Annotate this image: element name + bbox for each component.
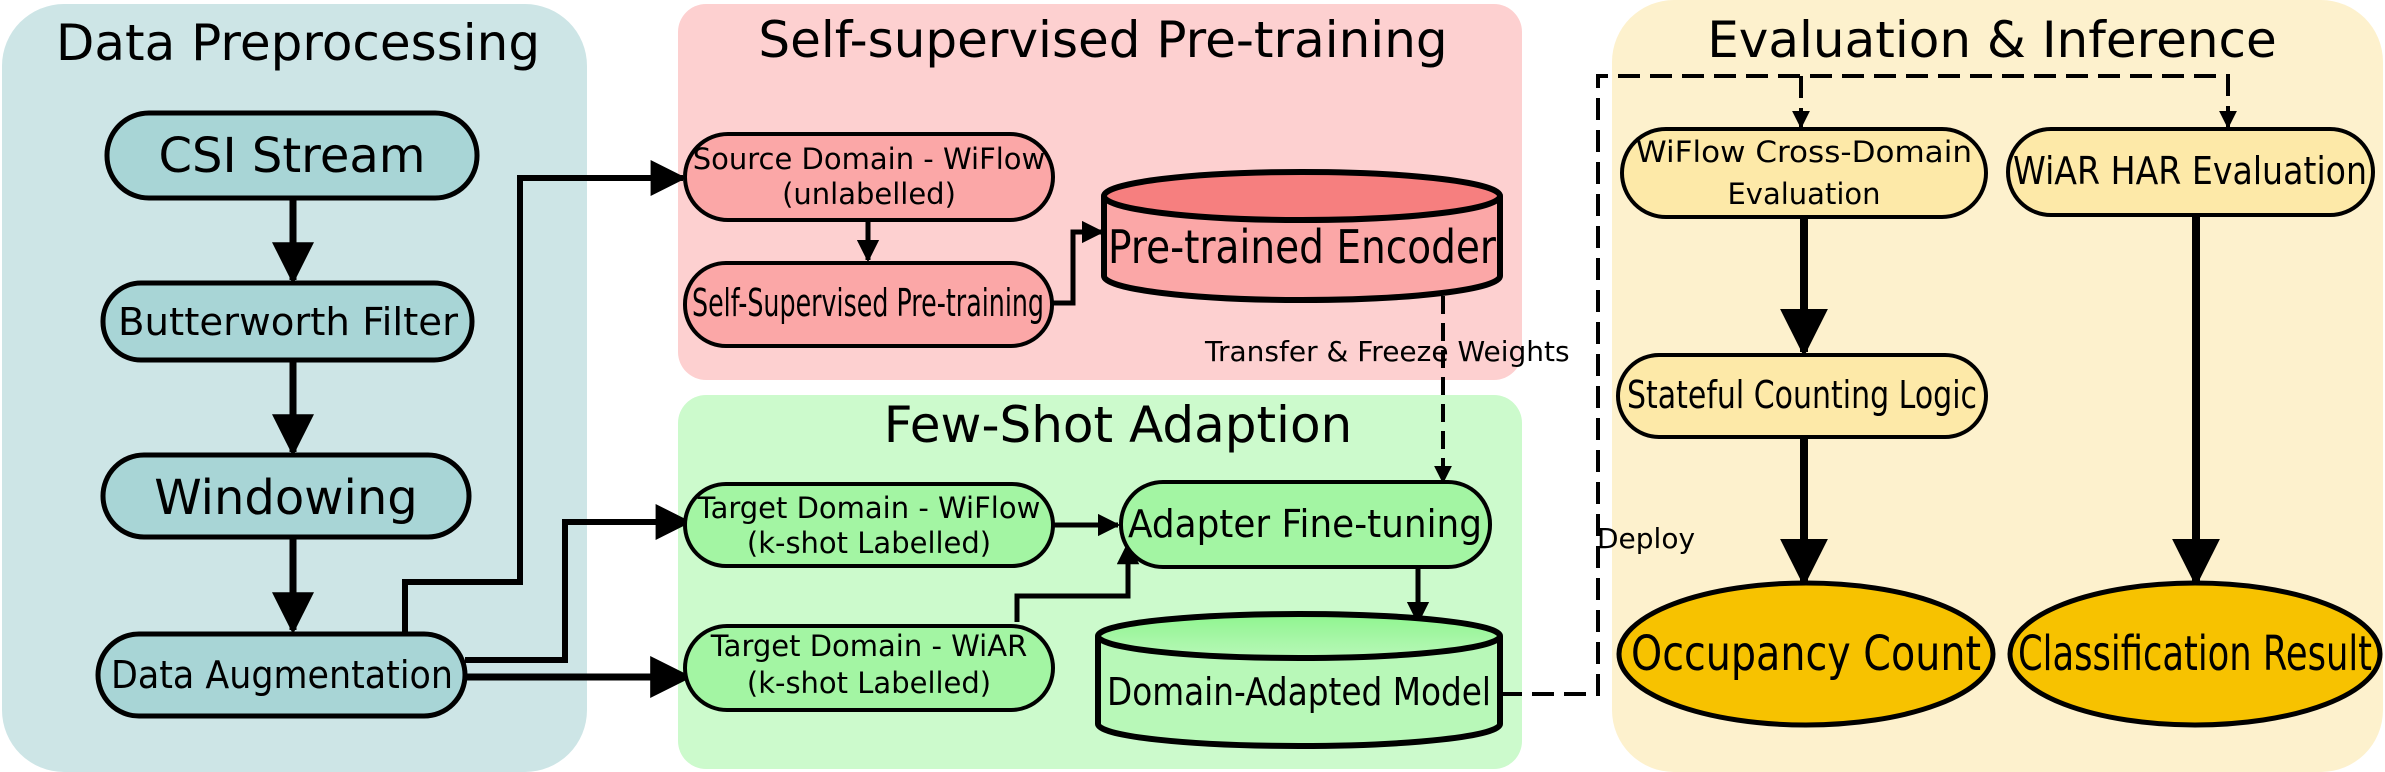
node-source-domain-line2: (unlabelled): [782, 177, 956, 211]
node-windowing-label: Windowing: [154, 470, 417, 526]
node-wiar-evaluation: WiAR HAR Evaluation: [2006, 127, 2375, 217]
panel-preprocessing-title: Data Preprocessing: [56, 14, 540, 72]
node-data-augmentation-label: Data Augmentation: [111, 653, 453, 697]
edge-label-deploy: Deploy: [1597, 522, 1695, 555]
node-data-augmentation: Data Augmentation: [95, 631, 468, 719]
node-target-wiar-line1: Target Domain - WiAR: [710, 629, 1027, 663]
edge-target-wiar-to-adapter: [1014, 541, 1140, 622]
node-adapter-finetuning-label: Adapter Fine-tuning: [1128, 502, 1482, 546]
node-pretrained-encoder: Pre-trained Encoder: [1101, 169, 1503, 303]
node-occupancy-count: Occupancy Count: [1616, 580, 1996, 728]
node-csi-stream: CSI Stream: [104, 110, 480, 201]
node-csi-stream-label: CSI Stream: [158, 128, 425, 184]
node-occupancy-count-label: Occupancy Count: [1631, 626, 1981, 682]
node-source-domain-line1: Source Domain - WiFlow: [693, 142, 1046, 176]
node-pretrained-encoder-label: Pre-trained Encoder: [1108, 220, 1496, 274]
node-target-wiar-line2: (k-shot Labelled): [747, 666, 991, 700]
edges: [272, 74, 2237, 698]
node-domain-adapted-model: Domain-Adapted Model: [1095, 611, 1503, 749]
node-wiflow-evaluation-line1: WiFlow Cross-Domain: [1636, 135, 1972, 169]
node-target-wiflow-line2: (k-shot Labelled): [747, 526, 991, 560]
panel-adaption-title: Few-Shot Adaption: [884, 396, 1352, 454]
node-domain-adapted-model-label: Domain-Adapted Model: [1107, 670, 1491, 714]
node-windowing: Windowing: [100, 452, 472, 540]
node-wiflow-evaluation: WiFlow Cross-Domain Evaluation: [1620, 127, 1988, 219]
edge-augmentation-to-target-wiflow: [465, 504, 692, 663]
node-target-wiflow-line1: Target Domain - WiFlow: [697, 491, 1041, 525]
panel-pretraining-title: Self-supervised Pre-training: [758, 11, 1447, 69]
node-classification-result-label: Classification Result: [2018, 626, 2372, 682]
node-target-wiflow: Target Domain - WiFlow (k-shot Labelled): [683, 482, 1055, 568]
node-wiflow-evaluation-line2: Evaluation: [1727, 177, 1880, 211]
node-classification-result: Classification Result: [2007, 580, 2383, 728]
panel-evaluation-title: Evaluation & Inference: [1707, 11, 2277, 69]
edge-model-to-evaluation: [1500, 74, 2237, 696]
node-ssl-pretraining: Self-Supervised Pre-training: [683, 261, 1054, 348]
node-butterworth-filter-label: Butterworth Filter: [118, 300, 458, 344]
node-adapter-finetuning: Adapter Fine-tuning: [1119, 480, 1492, 569]
edge-augmentation-to-source: [402, 160, 687, 634]
edge-label-transfer: Transfer & Freeze Weights: [1204, 335, 1570, 368]
node-butterworth-filter: Butterworth Filter: [100, 280, 475, 363]
node-target-wiar: Target Domain - WiAR (k-shot Labelled): [683, 624, 1055, 712]
node-ssl-pretraining-label: Self-Supervised Pre-training: [692, 281, 1044, 325]
node-wiar-evaluation-label: WiAR HAR Evaluation: [2013, 149, 2367, 193]
node-counting-logic: Stateful Counting Logic: [1616, 353, 1988, 439]
edge-ssl-to-encoder: [1052, 220, 1105, 306]
node-source-domain: Source Domain - WiFlow (unlabelled): [683, 132, 1055, 222]
node-counting-logic-label: Stateful Counting Logic: [1627, 373, 1977, 417]
